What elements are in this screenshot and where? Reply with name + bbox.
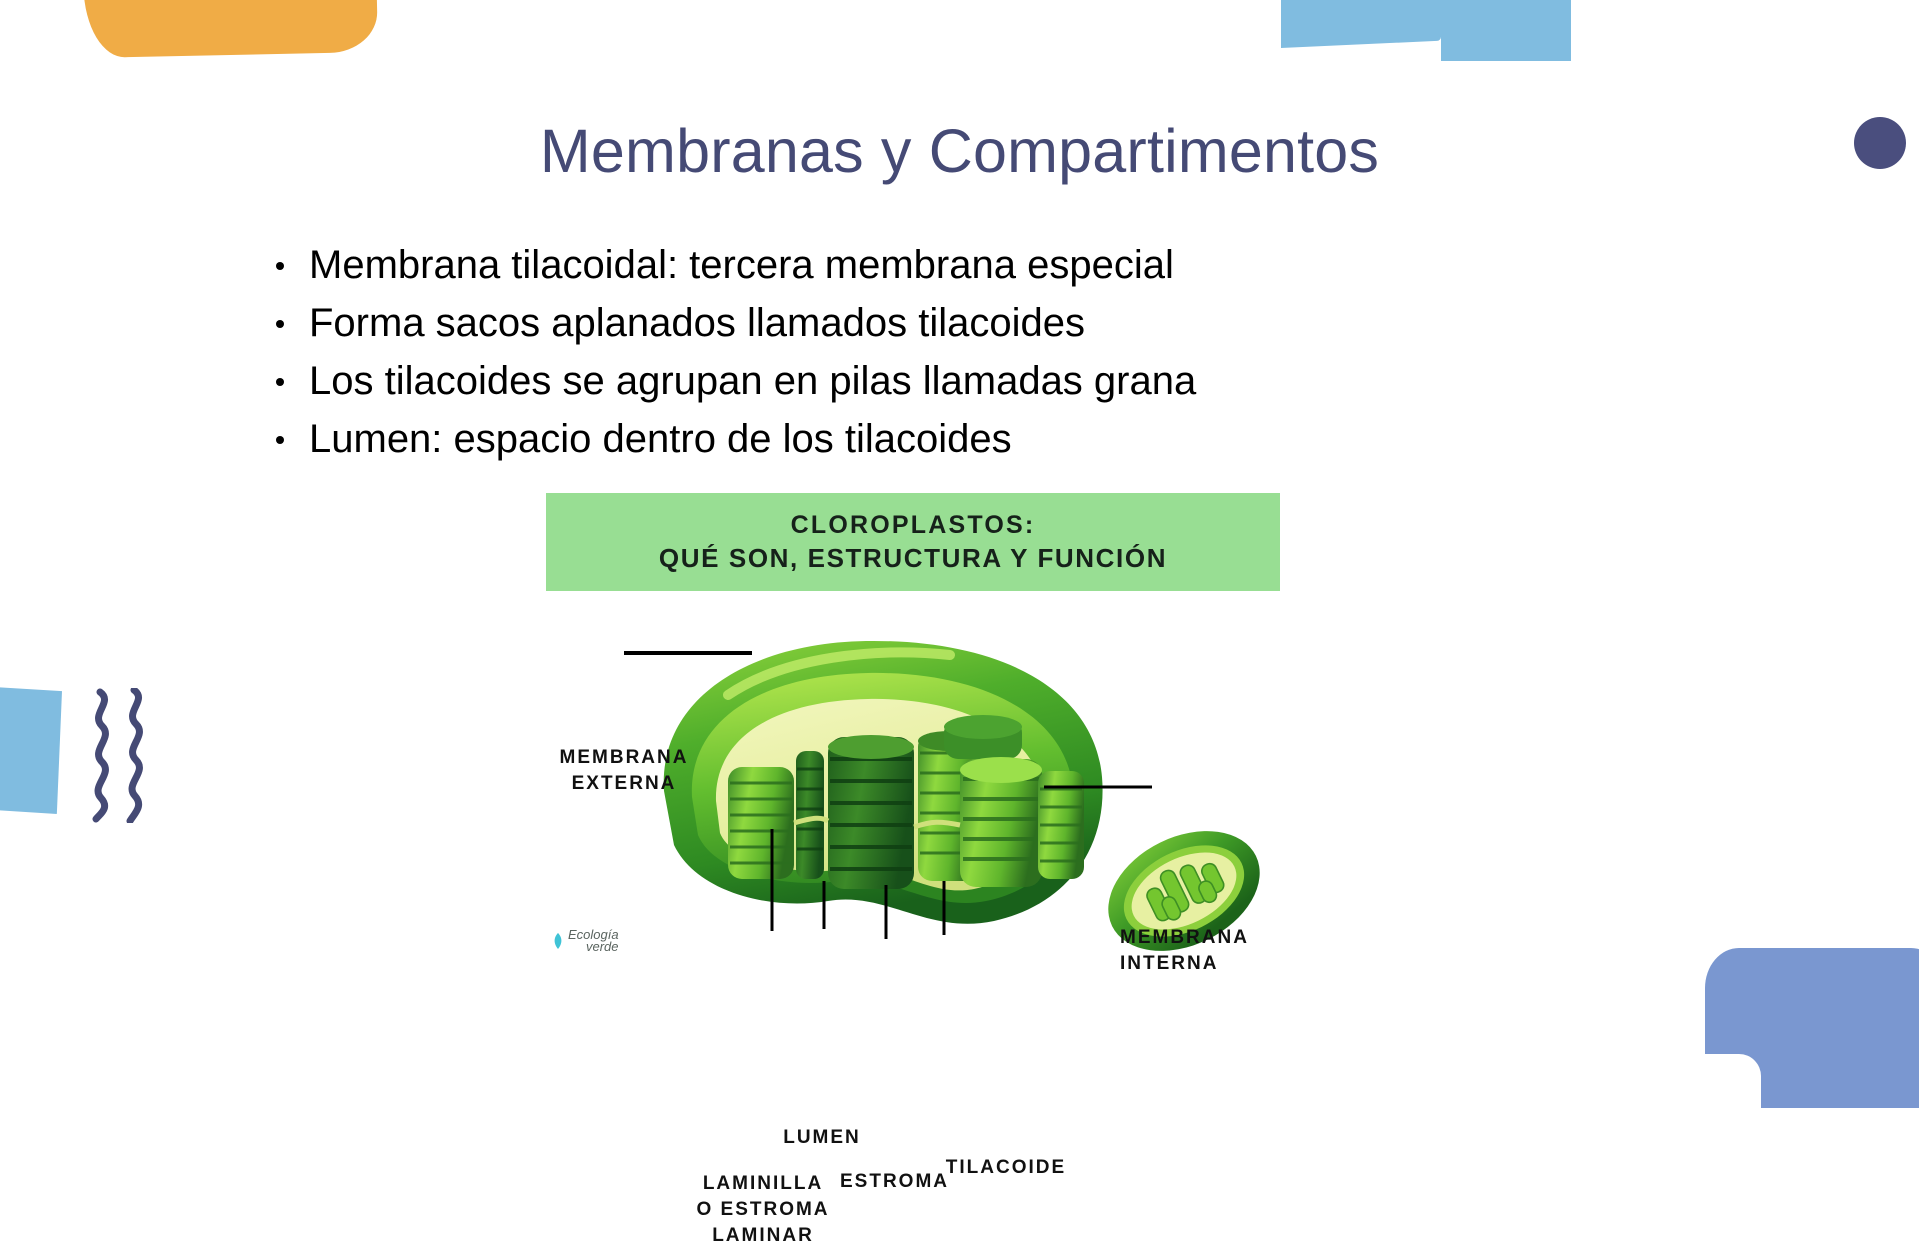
- list-item: Forma sacos aplanados llamados tilacoide…: [268, 294, 1518, 352]
- page-title: Membranas y Compartimentos: [539, 116, 1380, 185]
- decorative-blue-bar-tail: [1441, 21, 1571, 61]
- bullet-dot-icon: [276, 320, 284, 328]
- bullet-text: Lumen: espacio dentro de los tilacoides: [309, 417, 1012, 461]
- label-tilacoide: TILACOIDE: [945, 1157, 1067, 1178]
- leaf-icon: [554, 933, 562, 949]
- bullet-dot-icon: [276, 436, 284, 444]
- decorative-squiggle-lines: [88, 686, 158, 825]
- chloroplast-diagram-icon: [624, 640, 1260, 951]
- decorative-navy-dot: [1854, 117, 1906, 169]
- bullet-text: Los tilacoides se agrupan en pilas llama…: [309, 359, 1197, 403]
- bullet-text: Forma sacos aplanados llamados tilacoide…: [309, 301, 1085, 345]
- label-membrana-interna: MEMBRANA INTERNA: [1120, 927, 1249, 974]
- list-item: Lumen: espacio dentro de los tilacoides: [268, 410, 1518, 468]
- watermark-line2: verde: [586, 939, 619, 954]
- decorative-blue-trapezoid-left: [0, 686, 62, 814]
- watermark-line1: Ecología: [568, 927, 619, 942]
- label-estroma: ESTROMA: [840, 1171, 949, 1192]
- bullet-list: Membrana tilacoidal: tercera membrana es…: [268, 236, 1518, 468]
- label-laminilla-o-estroma-laminar: LAMINILLA O ESTROMA LAMINAR: [696, 1173, 830, 1246]
- chloroplast-infographic-image: CLOROPLASTOS: QUÉ SON, ESTRUCTURA Y FUNC…: [546, 493, 1280, 1246]
- list-item: Los tilacoides se agrupan en pilas llama…: [268, 352, 1518, 410]
- bullet-text: Membrana tilacoidal: tercera membrana es…: [309, 243, 1174, 287]
- infographic-banner-line2: QUÉ SON, ESTRUCTURA Y FUNCIÓN: [658, 543, 1168, 573]
- list-item: Membrana tilacoidal: tercera membrana es…: [268, 236, 1518, 294]
- label-lumen: LUMEN: [783, 1127, 861, 1148]
- watermark-ecologia-verde: Ecología verde: [552, 927, 619, 954]
- decorative-orange-blob: [83, 0, 378, 59]
- bullet-dot-icon: [276, 378, 284, 386]
- infographic-banner: CLOROPLASTOS: QUÉ SON, ESTRUCTURA Y FUNC…: [546, 493, 1280, 591]
- squiggle-icon: [92, 686, 143, 825]
- infographic-banner-line1: CLOROPLASTOS:: [790, 511, 1036, 539]
- bullet-dot-icon: [276, 262, 284, 270]
- decorative-blue-bar-top-right: [1281, 0, 1571, 61]
- decorative-periwinkle-block: [1699, 948, 1919, 1112]
- label-membrana-externa: MEMBRANA EXTERNA: [559, 747, 689, 794]
